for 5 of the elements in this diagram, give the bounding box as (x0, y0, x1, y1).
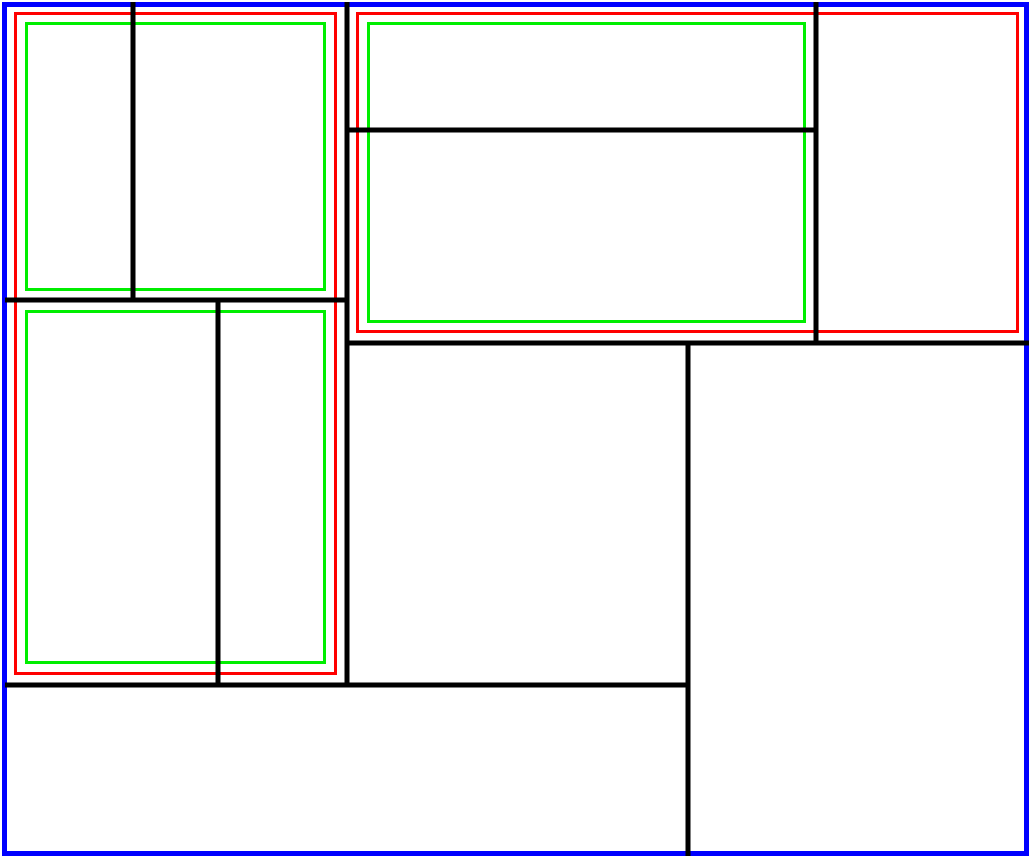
frame-outline (14, 12, 337, 675)
frame-outline (356, 12, 1019, 333)
inner-frame (367, 22, 806, 323)
inner-frame (25, 22, 326, 291)
inner-frame (25, 310, 326, 664)
